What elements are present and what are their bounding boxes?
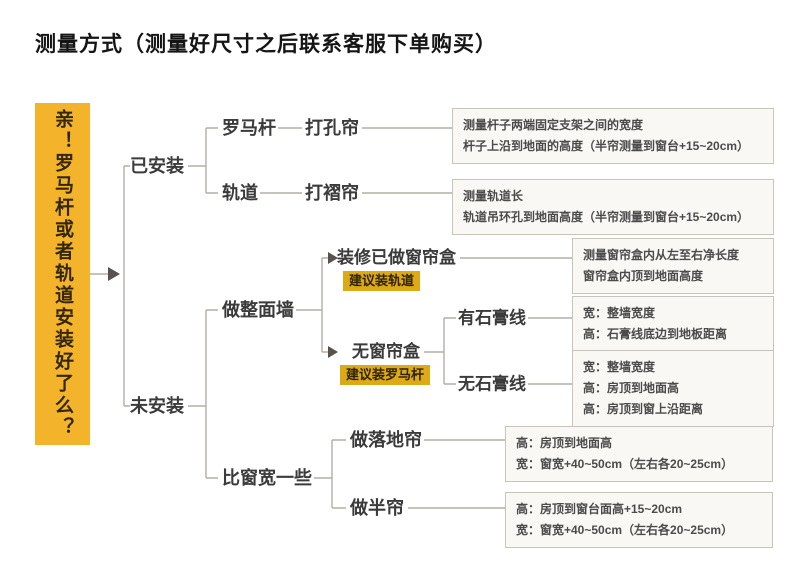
- infobox-half-curtain: 高：房顶到窗台面高+15~20cm 宽：窗宽+40~50cm（左右各20~25c…: [505, 492, 773, 548]
- info-line: 轨道吊环孔到地面高度（半帘测量到窗台+15~20cm）: [463, 210, 750, 224]
- info-line: 高：房顶到窗台面高+15~20cm: [516, 502, 683, 516]
- node-no-curtain-box: 无窗帘盒 建议装罗马杆: [340, 342, 431, 385]
- arrow-root-icon: [108, 267, 120, 281]
- infobox-curtain-box: 测量窗帘盒内从左至右净长度 窗帘盒内顶到地面高度: [572, 238, 774, 294]
- root-question-label: 亲！罗马杆或者轨道安装好了么？: [52, 109, 73, 439]
- info-line: 测量轨道长: [463, 189, 524, 203]
- infobox-punched-curtain: 测量杆子两端固定支架之间的宽度 杆子上沿到地面的高度（半帘测量到窗台+15~20…: [452, 108, 774, 164]
- info-line: 高：房顶到窗上沿距离: [583, 402, 704, 416]
- info-line: 测量窗帘盒内从左至右净长度: [583, 248, 740, 262]
- connector-wider-branch: [314, 439, 505, 509]
- node-pleated-curtain: 打褶帘: [305, 183, 359, 203]
- connector-fullwall-branch: [296, 257, 572, 385]
- page-title: 测量方式（测量好尺寸之后联系客服下单购买）: [35, 33, 497, 56]
- node-curtain-box-done: 装修已做窗帘盒 建议装轨道: [337, 248, 456, 291]
- infobox-floor-length: 高：房顶到地面高 宽：窗宽+40~50cm（左右各20~25cm）: [505, 426, 773, 482]
- connector-root: [90, 165, 130, 407]
- info-line: 宽：整墙宽度: [583, 306, 656, 320]
- curtain-box-done-label: 装修已做窗帘盒: [337, 248, 456, 267]
- no-curtain-box-tip: 建议装罗马杆: [340, 365, 431, 385]
- connector-installed-branch: [188, 127, 452, 194]
- arrow-no-curtain-box-icon: [328, 346, 338, 358]
- node-without-plaster-line: 无石膏线: [458, 374, 526, 394]
- infobox-pleated-curtain: 测量轨道长 轨道吊环孔到地面高度（半帘测量到窗台+15~20cm）: [452, 179, 774, 235]
- info-line: 窗帘盒内顶到地面高度: [583, 269, 704, 283]
- curtain-box-done-tip: 建议装轨道: [343, 271, 421, 291]
- node-with-plaster-line: 有石膏线: [458, 308, 526, 328]
- info-line: 宽：窗宽+40~50cm（左右各20~25cm）: [516, 457, 734, 471]
- node-full-wall: 做整面墙: [222, 300, 294, 320]
- node-not-installed: 未安装: [130, 396, 184, 416]
- node-floor-length-curtain: 做落地帘: [350, 430, 422, 450]
- info-line: 高：石膏线底边到地板距离: [583, 327, 728, 341]
- node-wider-than-window: 比窗宽一些: [222, 468, 312, 488]
- info-line: 宽：整墙宽度: [583, 360, 656, 374]
- infobox-without-plaster: 宽：整墙宽度 高：房顶到地面高 高：房顶到窗上沿距离: [572, 350, 774, 427]
- node-installed: 已安装: [130, 156, 184, 176]
- node-half-curtain: 做半帘: [350, 498, 404, 518]
- no-curtain-box-label: 无窗帘盒: [352, 342, 420, 361]
- node-track: 轨道: [222, 183, 258, 203]
- info-line: 宽：窗宽+40~50cm（左右各20~25cm）: [516, 523, 734, 537]
- info-line: 杆子上沿到地面的高度（半帘测量到窗台+15~20cm）: [463, 139, 750, 153]
- node-punched-curtain: 打孔帘: [305, 118, 359, 138]
- node-roman-rod: 罗马杆: [222, 118, 276, 138]
- info-line: 测量杆子两端固定支架之间的宽度: [463, 118, 644, 132]
- arrow-curtain-box-icon: [328, 252, 338, 264]
- info-line: 高：房顶到地面高: [583, 381, 680, 395]
- infobox-with-plaster: 宽：整墙宽度 高：石膏线底边到地板距离: [572, 296, 774, 352]
- info-line: 高：房顶到地面高: [516, 436, 613, 450]
- connector-notinstalled-branch: [188, 309, 218, 479]
- root-question-box: 亲！罗马杆或者轨道安装好了么？: [35, 103, 90, 445]
